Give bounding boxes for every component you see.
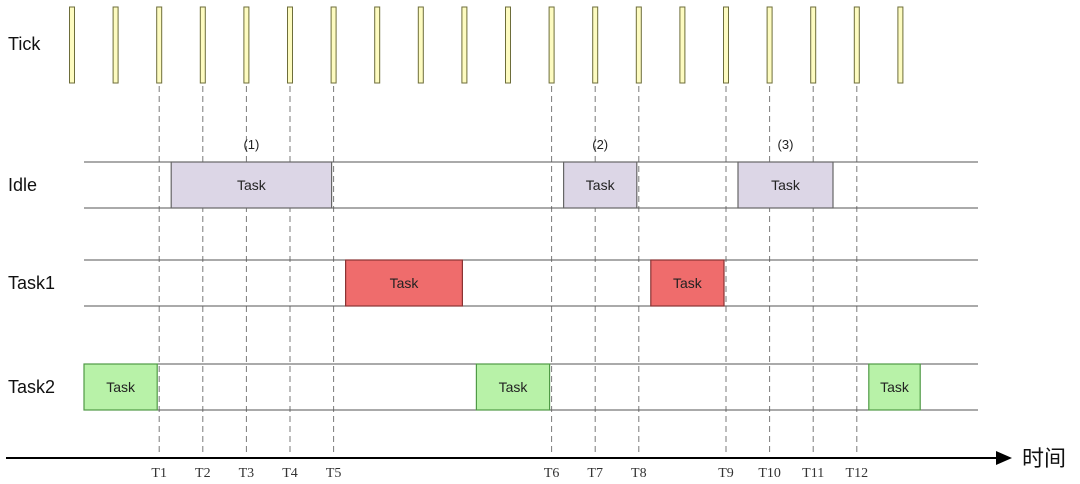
tick-pulse	[330, 6, 337, 84]
task-block-label: Task	[880, 379, 910, 395]
row-label-task2: Task2	[8, 377, 55, 397]
tick-row	[69, 6, 904, 84]
time-guide-lines	[158, 86, 858, 456]
tick-pulse	[897, 6, 904, 84]
time-mark-label: T5	[326, 466, 342, 481]
idle-annotation: (3)	[778, 137, 794, 152]
task-block-rect	[868, 363, 921, 411]
task-block-rect	[562, 161, 638, 209]
time-mark-label: T11	[802, 466, 824, 481]
time-mark-label: T12	[846, 466, 869, 481]
idle-annotation: (1)	[243, 137, 259, 152]
tick-pulse	[243, 6, 250, 84]
task-block-label: Task	[390, 275, 420, 291]
task-block-rect	[345, 259, 464, 307]
tick-pulse	[723, 6, 729, 84]
time-mark-label: T10	[758, 466, 781, 481]
time-mark-labels: T1 T2 T3 T4 T5 T6 T7 T8 T9 T10 T11 T12	[151, 466, 868, 481]
time-mark-label: T3	[239, 466, 255, 481]
task-block-idle: Task (1)	[170, 137, 333, 209]
time-axis-arrow-icon	[996, 451, 1012, 465]
time-axis: 时间	[6, 447, 1066, 472]
task-block-rect	[83, 363, 158, 411]
tick-pulse	[199, 6, 206, 84]
tick-pulse	[505, 6, 511, 84]
tick-pulse	[766, 6, 773, 84]
tick-pulse	[679, 6, 686, 84]
tick-pulse	[374, 6, 381, 84]
tick-pulse	[548, 6, 555, 84]
task-block-label: Task	[499, 379, 529, 395]
time-mark-label: T2	[195, 466, 211, 481]
tick-pulse	[810, 6, 817, 84]
time-mark-label: T7	[587, 466, 603, 481]
task-block-label: Task	[586, 177, 616, 193]
task-block-label: Task	[237, 177, 267, 193]
tick-pulse	[69, 6, 75, 84]
tick-pulse	[156, 6, 163, 84]
task-block-task2: Task	[83, 363, 158, 411]
tick-pulse	[112, 6, 119, 84]
row-label-task1: Task1	[8, 273, 55, 293]
time-mark-label: T6	[544, 466, 560, 481]
task-block-rect	[170, 161, 333, 209]
task-block-label: Task	[673, 275, 703, 291]
time-mark-label: T1	[151, 466, 167, 481]
tick-pulse	[853, 6, 860, 84]
row-label-idle: Idle	[8, 175, 37, 195]
time-mark-label: T9	[718, 466, 734, 481]
task-block-idle: Task (3)	[737, 137, 834, 209]
idle-annotation: (2)	[592, 137, 608, 152]
task-block-task2: Task	[868, 363, 921, 411]
tick-pulse	[592, 6, 599, 84]
time-axis-label: 时间	[1022, 447, 1066, 472]
task-block-label: Task	[771, 177, 801, 193]
time-mark-label: T4	[282, 466, 298, 481]
tick-pulse	[287, 6, 293, 84]
task-block-rect	[475, 363, 551, 411]
tick-pulse	[635, 6, 642, 84]
task-block-task1: Task	[345, 259, 464, 307]
task-block-task1: Task	[650, 259, 725, 307]
task-block-rect	[650, 259, 725, 307]
task-block-task2: Task	[475, 363, 551, 411]
time-mark-label: T8	[631, 466, 647, 481]
tick-pulse	[417, 6, 424, 84]
tick-pulse	[461, 6, 468, 84]
task-block-rect	[737, 161, 834, 209]
row-label-tick: Tick	[8, 34, 41, 54]
task-block-label: Task	[106, 379, 136, 395]
task-block-idle: Task (2)	[562, 137, 638, 209]
